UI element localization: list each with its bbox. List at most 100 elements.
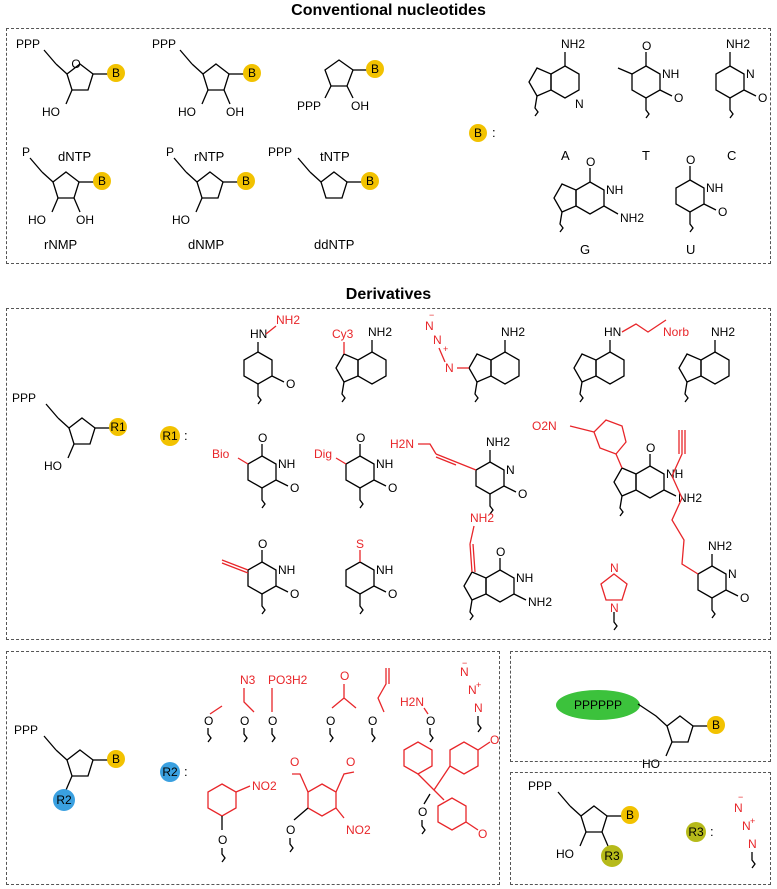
- r2-h2n-label: H2N: [400, 695, 424, 709]
- hexaphosphate-panel: [510, 651, 771, 762]
- svg-text:N: N: [460, 665, 469, 679]
- svg-text:O: O: [518, 487, 527, 501]
- rntp-structure: PPP HO OH B: [152, 37, 261, 119]
- aminopropynyl-cytosine-nh2-label: NH2: [486, 435, 510, 449]
- svg-text:O: O: [240, 714, 249, 728]
- conventional-title: Conventional nucleotides: [291, 2, 486, 19]
- svg-text:O: O: [646, 441, 655, 455]
- r2-sugar-structure: PPP B R2: [14, 723, 125, 811]
- adenine-structure: NH2 N: [528, 37, 585, 117]
- svg-text:N: N: [506, 463, 515, 477]
- base-marker-icon: [237, 172, 255, 190]
- aminopropynyl-cytosine-structure: NH2 N O H2N: [390, 435, 527, 515]
- r3-azide-structure: − N N + N: [734, 792, 757, 869]
- r2-nitro-label: NO2: [252, 779, 277, 793]
- r2-dmnb-nitro-label: NO2: [346, 823, 371, 837]
- r3-derivatives-panel: [510, 772, 771, 885]
- svg-text:N: N: [742, 819, 751, 833]
- base-a-label: A: [561, 148, 570, 163]
- dnmp-ho-label: HO: [172, 213, 190, 227]
- svg-text:O: O: [268, 714, 277, 728]
- r2-trityl-structure: O O O: [403, 733, 499, 841]
- r1-derivatives-panel: [6, 308, 771, 640]
- cytosine-n-label: N: [746, 67, 755, 81]
- svg-text:N: N: [474, 701, 483, 715]
- dnmp-base-label: B: [242, 174, 250, 188]
- svg-text:O: O: [340, 669, 349, 683]
- svg-text:O: O: [388, 481, 397, 495]
- svg-text:O: O: [218, 833, 227, 847]
- base-marker-icon: [366, 60, 384, 78]
- base-marker-icon: [621, 806, 639, 824]
- azido-adenine-structure: NH2 N N N + −: [425, 310, 525, 403]
- r2-azide-plus: +: [476, 680, 481, 690]
- adenine-n-label: N: [575, 97, 584, 111]
- guanine-nh2-label: NH2: [620, 211, 644, 225]
- uracil-structure: O NH O: [675, 153, 727, 233]
- thymine-o-label: O: [642, 39, 651, 53]
- svg-text:O: O: [496, 545, 505, 559]
- r2-dimethoxynitrobenzyl-structure: O O NO2 O: [286, 755, 371, 853]
- guanine-nh-label: NH: [606, 183, 623, 197]
- dntp-label: dNTP: [58, 149, 91, 164]
- r1-sugar-structure: PPP HO R1: [12, 391, 127, 473]
- biotin-uracil-structure: O NH O Bio: [212, 431, 299, 509]
- dntp-ho-label: HO: [42, 105, 60, 119]
- norb-adenine-nh2-label: NH2: [711, 325, 735, 339]
- azide-n3-label: N: [425, 319, 434, 333]
- thymine-structure: O NH O: [617, 39, 683, 119]
- r2-nitrobenzyl-structure: NO2 O: [207, 779, 277, 863]
- svg-text:NH: NH: [278, 457, 295, 471]
- r3-ho-label: HO: [556, 847, 574, 861]
- svg-text:O: O: [204, 714, 213, 728]
- svg-text:O: O: [388, 587, 397, 601]
- cy3-adenine-nh2-label: NH2: [368, 325, 392, 339]
- base-legend-colon: :: [492, 125, 496, 140]
- svg-text:NH: NH: [376, 563, 393, 577]
- aminopropynyl-deazaguanine-structure: O NH NH2 NH2: [463, 511, 552, 621]
- svg-text:O: O: [418, 805, 427, 819]
- cy3-deazaadenine-structure: NH2 Cy3: [332, 325, 392, 403]
- ddntp-base-label: B: [366, 174, 374, 188]
- r2-azide-minus: −: [462, 658, 467, 668]
- ring-oxygen-label: O: [71, 57, 80, 71]
- svg-text:O: O: [290, 587, 299, 601]
- dntp-base-label: B: [112, 66, 120, 80]
- dnmp-label: dNMP: [188, 237, 224, 252]
- rnmp-base-label: B: [98, 174, 106, 188]
- propargyl-hn-label: HN: [604, 325, 621, 339]
- nitro-o2n-label: O2N: [532, 419, 557, 433]
- hexaphosphate-sugar-structure: B HO: [637, 703, 725, 771]
- r3-marker-icon: [601, 845, 623, 867]
- octadiynyl-cytosine-structure: NH2 N O: [671, 430, 749, 619]
- r2-po3h2-label: PO3H2: [268, 673, 308, 687]
- svg-text:O: O: [426, 714, 435, 728]
- ddntp-label: ddNTP: [314, 237, 354, 252]
- svg-text:NH: NH: [666, 467, 683, 481]
- tntp-label: tNTP: [320, 149, 350, 164]
- thiouracil-structure: S NH O: [345, 537, 397, 615]
- octadiynyl-cytosine-nh2-label: NH2: [708, 539, 732, 553]
- r3-legend-marker-icon: [686, 822, 706, 842]
- base-marker-icon: [107, 750, 125, 768]
- propargylamino-adenine-structure: HN: [573, 319, 667, 403]
- dig-label: Dig: [314, 447, 332, 461]
- azide-n2-label: N: [433, 333, 442, 347]
- svg-text:N: N: [734, 801, 743, 815]
- hexaphosphate-marker-icon: [556, 690, 640, 720]
- r2-methyl-structure: O: [204, 705, 223, 743]
- r2-phosphate-structure: PO3H2 O: [268, 673, 308, 743]
- base-marker-icon: [107, 64, 125, 82]
- azide-plus-sign: +: [443, 344, 448, 354]
- svg-text:O: O: [326, 714, 335, 728]
- hexaphosphate-label: PPPPPP: [574, 698, 622, 712]
- aminopropynyl-h2n-label: H2N: [390, 437, 414, 451]
- cytosine-nh2-label: NH2: [726, 37, 750, 51]
- r1-legend-symbol: R1: [162, 429, 178, 443]
- cytosine-structure: NH2 N O: [715, 37, 767, 119]
- ddntp-ppp-label: PPP: [268, 145, 292, 159]
- imidazole-structure: N N: [600, 561, 628, 631]
- r1-marker-icon: [109, 418, 127, 436]
- rnmp-oh-label: OH: [76, 213, 94, 227]
